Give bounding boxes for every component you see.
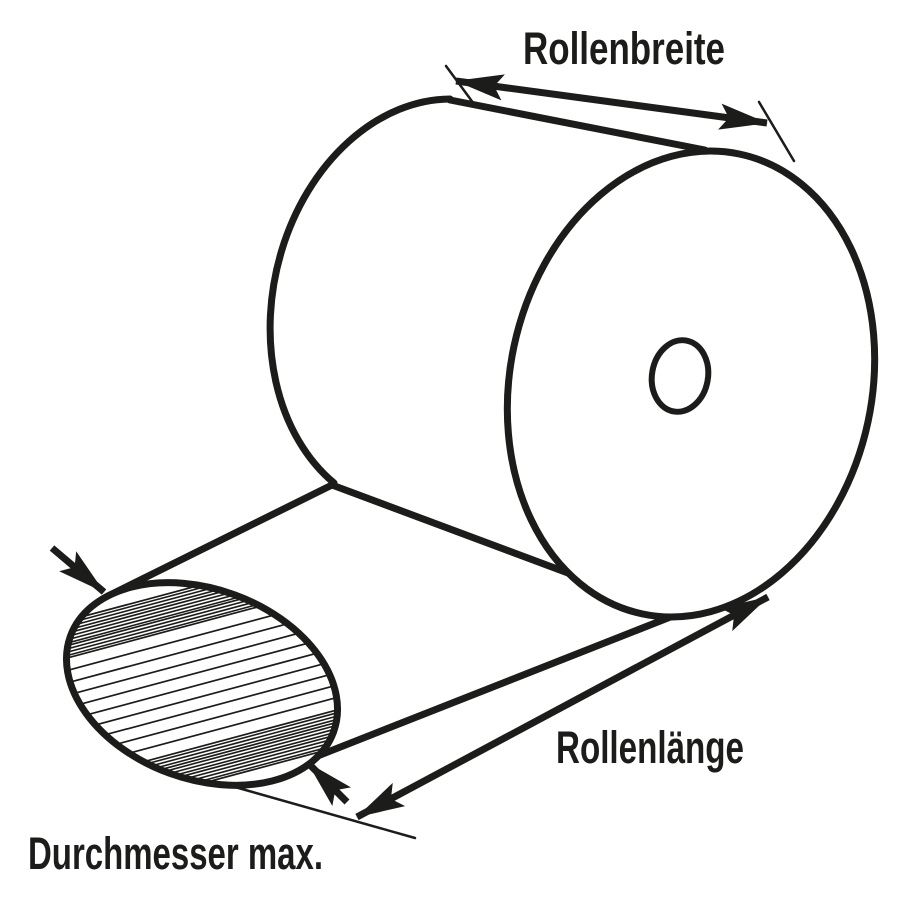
max-diameter-arrow-lower <box>305 760 351 806</box>
core-hole <box>648 337 712 415</box>
roll-width-label: Rollenbreite <box>523 23 725 74</box>
roll-width-arrow <box>455 74 768 130</box>
roll-length-label: Rollenlänge <box>556 722 744 773</box>
roll-width-dimension: Rollenbreite <box>444 23 796 163</box>
roll-length-extension-line <box>208 778 417 840</box>
max-diameter-label: Durchmesser max. <box>28 828 323 879</box>
roll-back-rim-arc <box>266 95 454 487</box>
max-diameter-arrow-upper <box>49 545 107 595</box>
roll-width-extension-line-right <box>757 100 796 163</box>
section-outline <box>62 579 342 789</box>
max-diameter-dimension: Durchmesser max. <box>28 545 351 879</box>
roll-length-arrow <box>355 593 770 821</box>
roll-length-dimension: Rollenlänge <box>355 593 770 821</box>
